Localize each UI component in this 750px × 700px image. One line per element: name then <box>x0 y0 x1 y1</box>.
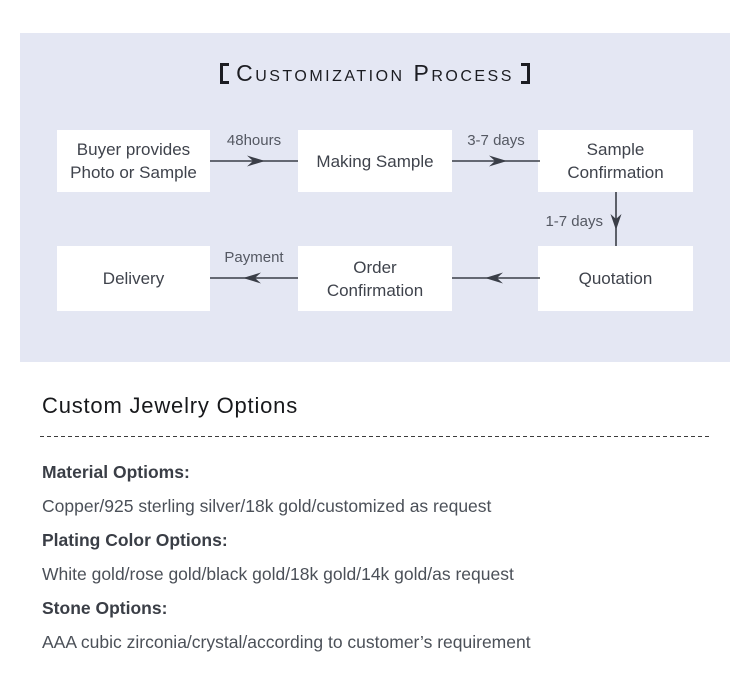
arrow-down-icon <box>610 192 622 246</box>
edge-label-payment: Payment <box>224 249 284 266</box>
flow-node-quotation: Quotation <box>538 246 693 311</box>
lenticular-bracket-right-icon <box>520 63 530 84</box>
option-title-stone: Stone Options: <box>42 598 168 618</box>
flow-node-delivery: Delivery <box>57 246 210 311</box>
arrow-right-icon <box>210 155 298 167</box>
process-title-text: Customization Process <box>236 60 514 86</box>
flow-node-label: Quotation <box>578 269 653 288</box>
options-list: Material Optioms: Copper/925 sterling si… <box>42 455 710 659</box>
option-body-material: Copper/925 sterling silver/18k gold/cust… <box>42 496 492 516</box>
option-body-stone: AAA cubic zirconia/crystal/according to … <box>42 632 531 652</box>
flow-node-label: Buyer provides Photo or Sample <box>70 140 197 182</box>
arrow-left-icon <box>210 272 298 284</box>
option-body-plating-color: White gold/rose gold/black gold/18k gold… <box>42 564 514 584</box>
edge-label-1-7-days: 1-7 days <box>545 213 603 230</box>
options-section-heading: Custom Jewelry Options <box>42 393 299 418</box>
flow-node-label: Sample Confirmation <box>567 140 664 182</box>
edge-label-48hours: 48hours <box>226 132 282 149</box>
flow-node-buyer-provides: Buyer provides Photo or Sample <box>57 130 210 192</box>
option-title-plating-color: Plating Color Options: <box>42 530 228 550</box>
flow-node-order-confirmation: Order Confirmation <box>298 246 452 311</box>
lenticular-bracket-left-icon <box>220 63 230 84</box>
dashed-divider <box>40 436 712 437</box>
flow-node-label: Delivery <box>102 269 165 288</box>
flow-node-label: Order Confirmation <box>326 257 424 300</box>
flow-node-sample-confirmation: Sample Confirmation <box>538 130 693 192</box>
arrow-right-icon <box>452 155 540 167</box>
flow-node-making-sample: Making Sample <box>298 130 452 192</box>
option-title-material: Material Optioms: <box>42 462 190 482</box>
flow-node-label: Making Sample <box>316 151 434 171</box>
edge-label-3-7-days: 3-7 days <box>467 132 525 149</box>
process-title: Customization Process <box>20 60 730 87</box>
arrow-left-icon <box>452 272 540 284</box>
customization-process-panel: Customization Process Buyer provides Pho… <box>20 33 730 362</box>
